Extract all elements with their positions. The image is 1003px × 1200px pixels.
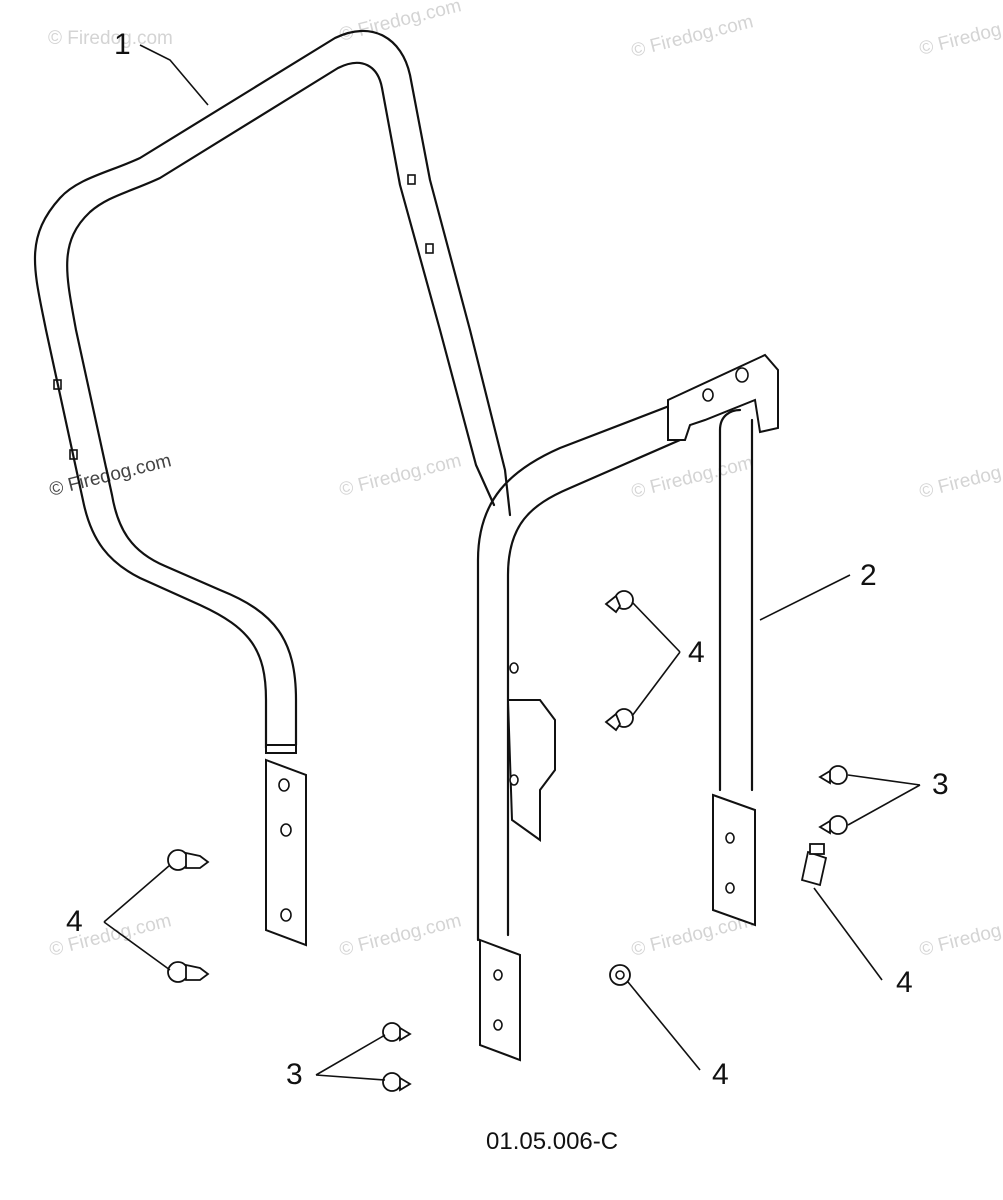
callout-4: 4 xyxy=(688,636,705,669)
callout-3: 3 xyxy=(932,768,949,801)
callout-1: 1 xyxy=(114,28,131,61)
leader-line-4 xyxy=(627,981,701,1071)
part-3-screw xyxy=(818,765,848,785)
part-1-upper-handle xyxy=(33,29,512,947)
part-3-screw xyxy=(818,815,848,835)
drawing-code: 01.05.006-C xyxy=(486,1128,619,1155)
leader-line-1 xyxy=(139,44,209,106)
leader-line-3 xyxy=(847,774,921,826)
part-4-bolt xyxy=(800,843,828,887)
part-3-screw xyxy=(382,1022,412,1042)
leader-line-4 xyxy=(103,864,171,971)
callout-2: 2 xyxy=(860,559,877,592)
part-2-lower-handle xyxy=(476,353,779,1062)
part-4-bolt xyxy=(167,849,210,871)
leader-line-2 xyxy=(759,574,851,621)
watermark: © Firedog.com xyxy=(48,28,173,49)
callout-4: 4 xyxy=(896,966,913,999)
leader-line-3 xyxy=(315,1034,386,1081)
part-4-nut xyxy=(609,964,631,986)
callout-4: 4 xyxy=(66,905,83,938)
callout-4: 4 xyxy=(712,1058,729,1091)
part-3-screw xyxy=(382,1072,412,1092)
part-4-bolt xyxy=(604,590,634,614)
leader-line-4 xyxy=(631,601,681,717)
part-4-bolt xyxy=(167,961,210,983)
leader-line-4 xyxy=(813,887,883,981)
callout-3: 3 xyxy=(286,1058,303,1091)
part-4-bolt xyxy=(604,708,634,732)
